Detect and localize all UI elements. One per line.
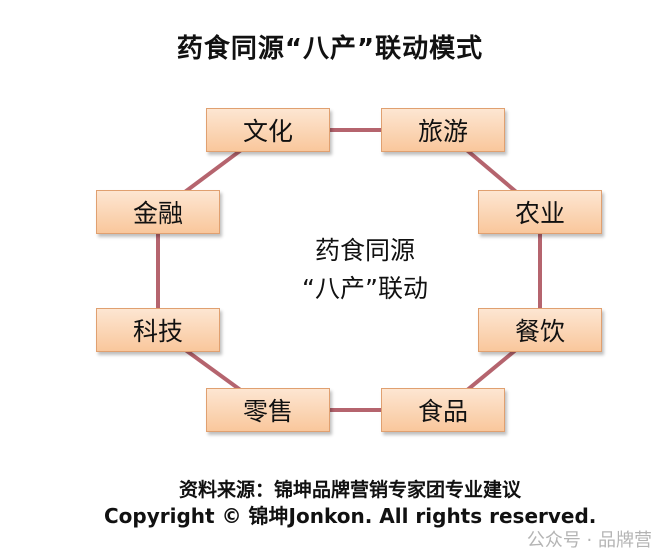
node-food: 食品 xyxy=(381,388,505,432)
watermark: 公众号 · 品牌营 xyxy=(526,530,652,551)
center-label: 药食同源 “八产”联动 xyxy=(255,232,475,308)
node-catering: 餐饮 xyxy=(478,308,602,352)
node-retail: 零售 xyxy=(206,388,330,432)
center-line-2: “八产”联动 xyxy=(302,274,428,303)
node-finance: 金融 xyxy=(96,190,220,234)
node-culture: 文化 xyxy=(206,108,330,152)
node-technology: 科技 xyxy=(96,308,220,352)
source-note: 资料来源：锦坤品牌营销专家团专业建议 xyxy=(178,479,521,501)
copyright: Copyright © 锦坤Jonkon. All rights reserve… xyxy=(104,504,597,528)
node-tourism: 旅游 xyxy=(381,108,505,152)
center-line-1: 药食同源 xyxy=(314,236,415,265)
node-agriculture: 农业 xyxy=(478,190,602,234)
diagram-title: 药食同源“八产”联动模式 xyxy=(176,34,484,64)
